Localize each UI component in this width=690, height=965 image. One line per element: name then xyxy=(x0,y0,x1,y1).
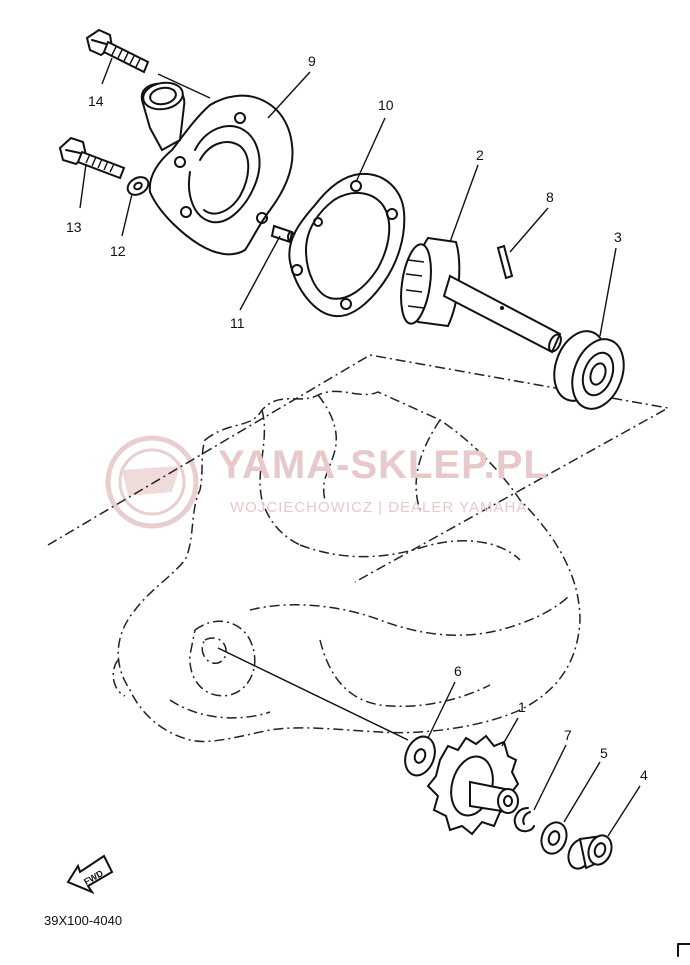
pump-housing-9 xyxy=(140,81,294,256)
callout-2: 2 xyxy=(476,147,484,163)
diagram-code: 39X100-4040 xyxy=(44,913,122,928)
watermark-brand: YAMA-SKLEP.PL xyxy=(218,443,549,487)
washer-6 xyxy=(404,735,436,777)
callout-9: 9 xyxy=(308,53,316,69)
collar-4 xyxy=(567,834,613,870)
bearing-3 xyxy=(553,330,625,410)
leader-lines xyxy=(79,57,641,837)
callout-10: 10 xyxy=(378,97,394,113)
impeller-shaft-2 xyxy=(400,236,562,354)
watermark-logo xyxy=(105,435,199,529)
callout-7: 7 xyxy=(564,727,572,743)
callout-5: 5 xyxy=(600,745,608,761)
circlip-7 xyxy=(513,807,535,833)
callout-13: 13 xyxy=(66,219,82,235)
callout-12: 12 xyxy=(110,243,126,259)
dowel-pin-11 xyxy=(270,224,295,244)
mounting-plane-outline xyxy=(47,354,671,583)
washer-12 xyxy=(126,176,150,196)
callout-1: 1 xyxy=(518,699,526,715)
callout-4: 4 xyxy=(640,767,648,783)
washer-5 xyxy=(540,821,568,855)
crankcase-phantom-outline xyxy=(112,390,581,743)
gear-1 xyxy=(426,734,520,836)
callout-14: 14 xyxy=(88,93,104,109)
callout-8: 8 xyxy=(546,189,554,205)
crop-mark xyxy=(677,943,690,957)
bolt-13 xyxy=(58,136,126,180)
fwd-arrow-icon: FWD xyxy=(66,854,114,895)
callout-labels: 14 13 12 9 10 2 8 3 11 6 1 7 5 4 xyxy=(66,53,648,783)
callout-11: 11 xyxy=(230,315,245,331)
watermark-dealer: WOJCIECHOWICZ | DEALER YAMAHA xyxy=(230,499,527,516)
bolt-14 xyxy=(85,28,150,74)
drive-axis-line xyxy=(217,647,409,741)
pin-8 xyxy=(496,244,514,280)
callout-6: 6 xyxy=(454,663,462,679)
callout-3: 3 xyxy=(614,229,622,245)
gasket-10 xyxy=(288,172,406,318)
